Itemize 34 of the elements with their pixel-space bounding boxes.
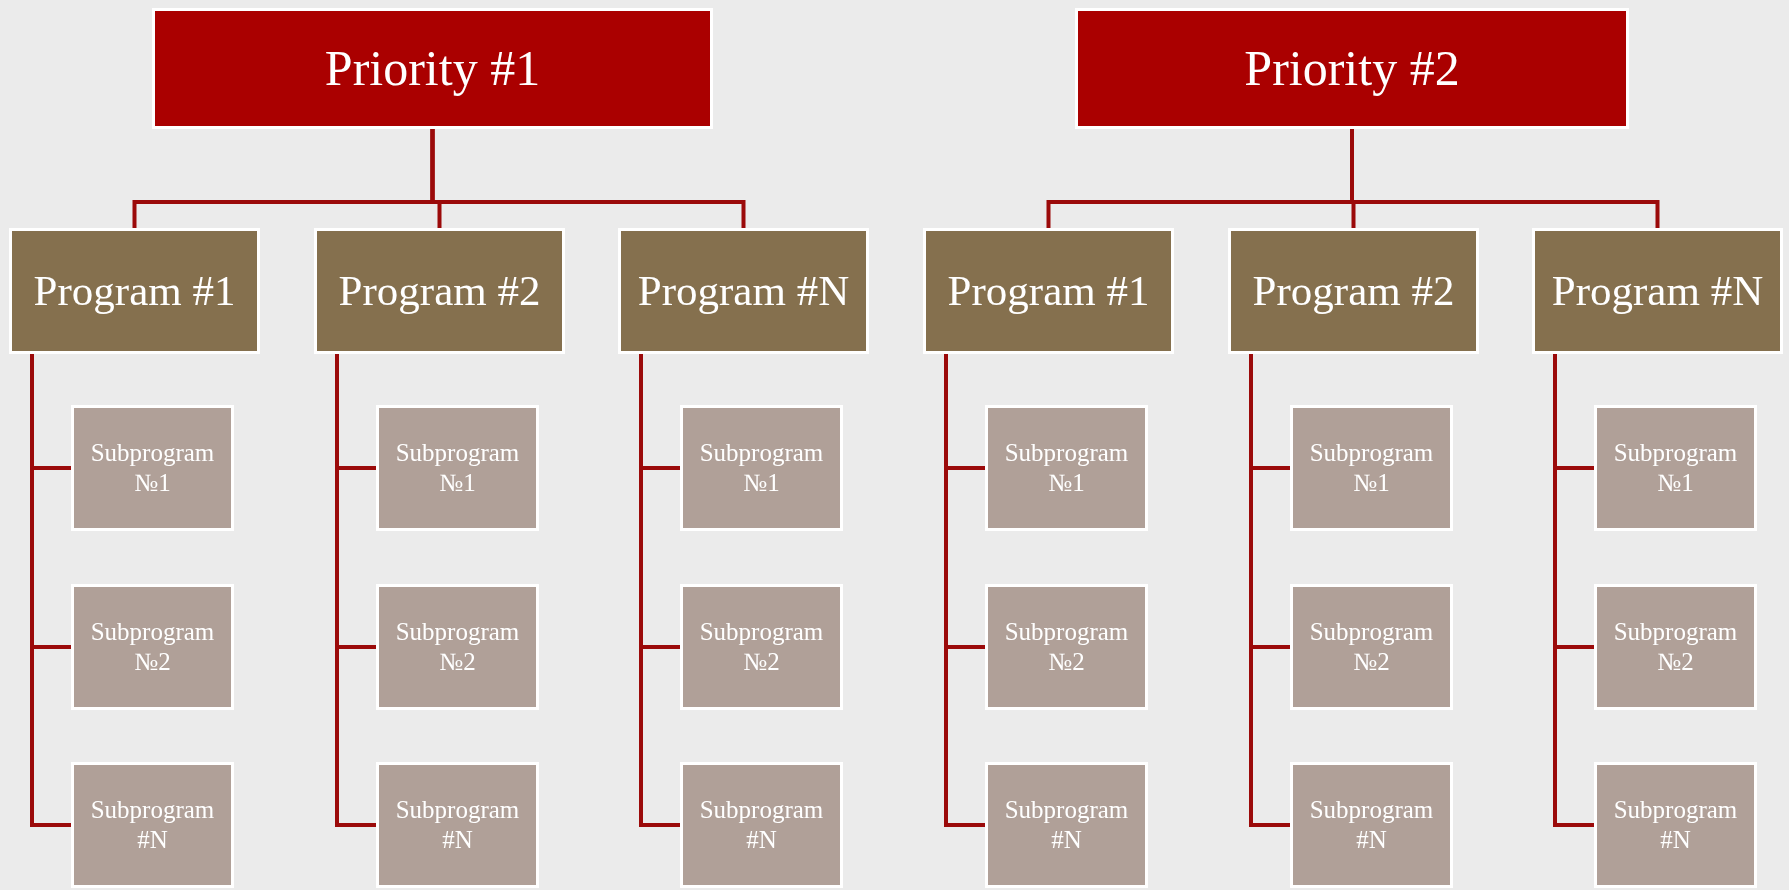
subprogram-box: Subprogram №2 xyxy=(1594,584,1757,710)
subprogram-box: Subprogram №2 xyxy=(680,584,843,710)
subprogram-box: Subprogram №2 xyxy=(985,584,1148,710)
subprogram-box: Subprogram #N xyxy=(985,762,1148,888)
connector-line xyxy=(430,129,746,228)
subprogram-box: Subprogram №1 xyxy=(71,405,234,531)
connector-line xyxy=(1553,354,1594,827)
connector-line xyxy=(30,354,71,827)
priority-box: Priority #2 xyxy=(1075,8,1629,129)
subprogram-box: Subprogram #N xyxy=(71,762,234,888)
connector-line xyxy=(1249,354,1290,827)
subprogram-box: Subprogram №1 xyxy=(1290,405,1453,531)
subprogram-box: Subprogram №2 xyxy=(376,584,539,710)
priority-box: Priority #1 xyxy=(152,8,713,129)
program-box: Program #N xyxy=(1532,228,1783,354)
subprogram-box: Subprogram #N xyxy=(680,762,843,888)
program-box: Program #1 xyxy=(9,228,260,354)
connector-line xyxy=(944,354,985,827)
connector-line xyxy=(335,354,376,827)
connector-line xyxy=(639,354,680,827)
program-box: Program #2 xyxy=(314,228,565,354)
subprogram-box: Subprogram №1 xyxy=(1594,405,1757,531)
subprogram-box: Subprogram #N xyxy=(1594,762,1757,888)
subprogram-box: Subprogram №2 xyxy=(71,584,234,710)
program-box: Program #N xyxy=(618,228,869,354)
program-box: Program #2 xyxy=(1228,228,1479,354)
subprogram-box: Subprogram №1 xyxy=(376,405,539,531)
subprogram-box: Subprogram №1 xyxy=(985,405,1148,531)
subprogram-box: Subprogram №1 xyxy=(680,405,843,531)
connector-line xyxy=(1350,129,1660,228)
subprogram-box: Subprogram #N xyxy=(376,762,539,888)
subprogram-box: Subprogram №2 xyxy=(1290,584,1453,710)
program-box: Program #1 xyxy=(923,228,1174,354)
subprogram-box: Subprogram #N xyxy=(1290,762,1453,888)
